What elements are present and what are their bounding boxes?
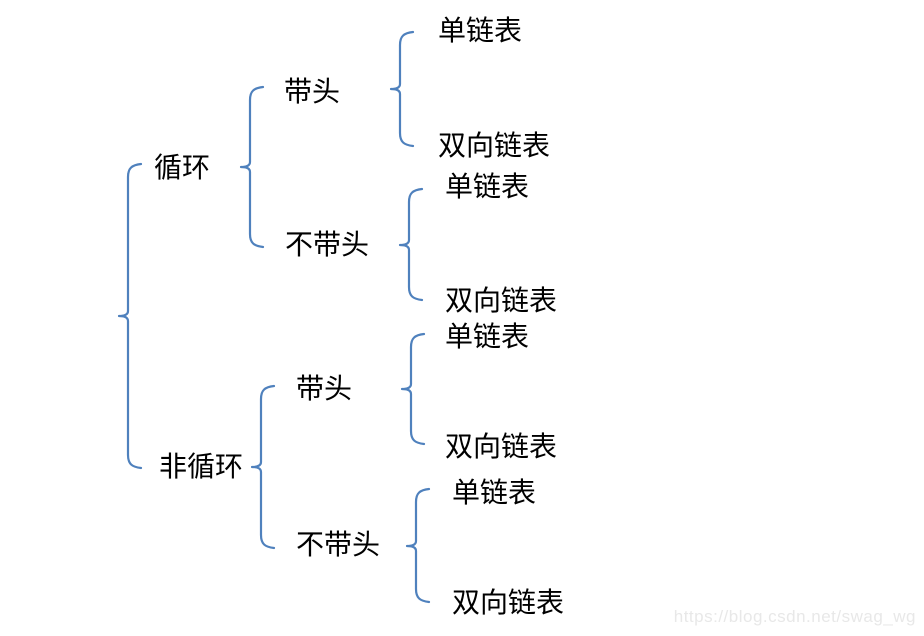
brace-noncircular-head (400, 332, 426, 446)
node-label-circular: 循环 (154, 151, 211, 184)
node-label-circular-head-singly: 单链表 (438, 14, 523, 47)
brace-circular-nohead (398, 187, 424, 302)
brace-root (117, 162, 143, 470)
node-label-noncircular-head-doubly: 双向链表 (445, 430, 558, 463)
node-label-noncircular: 非循环 (159, 450, 244, 483)
brace-noncircular-nohead (405, 487, 431, 604)
node-label-noncircular-head: 带头 (296, 372, 353, 405)
node-label-circular-head-doubly: 双向链表 (438, 129, 551, 162)
node-label-noncircular-nohead: 不带头 (296, 528, 381, 561)
node-label-circular-head: 带头 (284, 75, 341, 108)
node-label-circular-nohead-doubly: 双向链表 (445, 284, 558, 317)
node-label-noncircular-nohead-doubly: 双向链表 (452, 586, 565, 619)
node-label-noncircular-head-singly: 单链表 (445, 320, 530, 353)
node-label-noncircular-nohead-singly: 单链表 (452, 476, 537, 509)
brace-circular (239, 85, 265, 249)
node-label-circular-nohead: 不带头 (285, 228, 370, 261)
brace-noncircular (250, 384, 276, 550)
brace-circular-head (389, 30, 415, 148)
node-label-circular-nohead-singly: 单链表 (445, 170, 530, 203)
watermark-url: https://blog.csdn.net/swag_wg (673, 607, 916, 626)
